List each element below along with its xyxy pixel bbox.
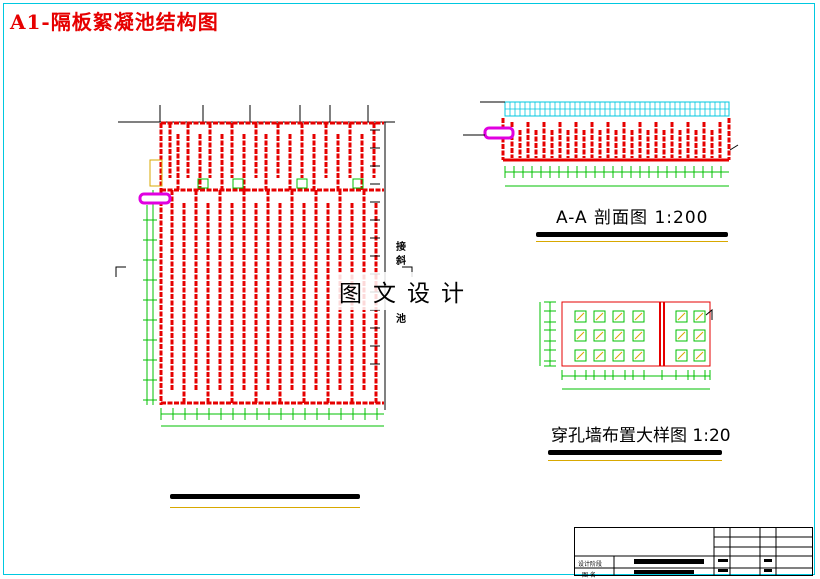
detail-caption-underline [548,450,722,455]
sheet-title: A1-隔板絮凝池结构图 [10,10,219,34]
hole-hatch [614,351,623,360]
stair-symbol [149,159,163,187]
section-caption: A-A 剖面图 1:200 [556,208,709,228]
title-block [574,527,813,576]
title-block-stage-label: 设计阶段 [578,561,603,568]
perforation-hole [612,310,625,323]
inlet-pipe [138,192,172,205]
hole-hatch [576,331,585,340]
valve-symbol [352,178,364,189]
perforation-hole [574,329,587,342]
hole-hatch [695,312,704,321]
hole-hatch [614,331,623,340]
section-mark-left [115,266,126,277]
plan-caption-underline [170,494,360,499]
section-dimensions [504,166,729,187]
plan-caption-underline-thin [170,507,360,508]
valve-symbol [197,178,209,189]
hole-hatch [634,351,643,360]
hole-hatch [576,351,585,360]
drawing-frame [3,3,815,575]
section-roof-grid [480,101,730,117]
baffle-walls [159,121,384,405]
perforation-hole [632,310,645,323]
perforation-hole [632,349,645,362]
break-mark [705,308,713,320]
perforated-wall-outline [561,301,711,367]
hole-hatch [634,312,643,321]
hole-hatch [677,312,686,321]
hole-hatch [576,312,585,321]
title-block-name-label: 图 名 [582,572,596,579]
side-label-char: 接 [396,242,406,253]
perforation-hole [574,349,587,362]
perforation-hole [675,349,688,362]
hole-hatch [695,331,704,340]
hole-hatch [614,312,623,321]
hole-hatch [634,331,643,340]
side-label-char: 斜 [396,256,406,267]
perforation-holes [574,308,713,362]
section-pipe-mark [483,126,515,140]
perforation-hole [612,349,625,362]
detail-caption: 穿孔墙布置大样图 1:20 [551,426,731,446]
perforation-hole [593,349,606,362]
hole-hatch [677,351,686,360]
detail-dimensions [539,301,711,390]
section-caption-underline-thin [536,241,728,242]
inlet-pipe-mark [138,192,172,205]
perforation-hole [693,329,706,342]
watermark-text: 图文设计 [335,272,479,310]
perforation-hole [593,310,606,323]
perforation-hole [574,310,587,323]
perforation-hole [632,329,645,342]
section-walls [501,118,731,162]
hole-hatch [595,312,604,321]
perforation-hole [693,349,706,362]
section-caption-underline [536,232,728,237]
detail-caption-underline-thin [548,460,722,461]
hole-hatch [595,351,604,360]
perforation-hole [612,329,625,342]
perforation-hole [593,329,606,342]
section-break-line [729,144,739,151]
hole-hatch [677,331,686,340]
valve-symbol [296,178,308,189]
side-label-char: 池 [396,314,406,325]
perforation-hole [693,310,706,323]
perforation-hole [675,310,688,323]
hole-hatch [695,351,704,360]
hole-hatch [595,331,604,340]
valve-symbol [232,178,244,189]
perforation-hole [675,329,688,342]
